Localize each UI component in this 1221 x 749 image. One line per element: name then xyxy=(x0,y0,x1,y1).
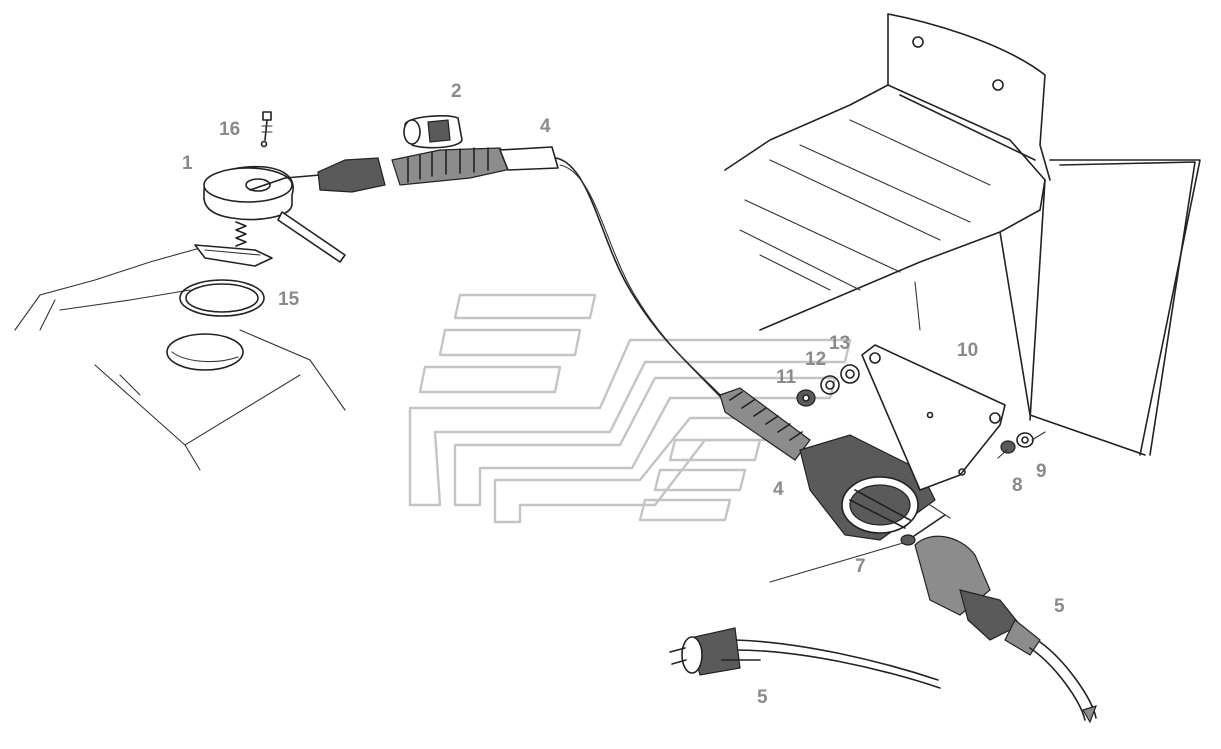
callout-10: 10 xyxy=(957,340,979,361)
mounting-hole xyxy=(166,333,244,371)
floor-panel xyxy=(14,247,346,471)
plug-connector xyxy=(914,535,1041,656)
screw xyxy=(900,514,946,546)
callout-7: 7 xyxy=(855,556,866,577)
fender-structure xyxy=(724,13,1201,456)
nut-washer-right xyxy=(1000,432,1034,454)
callout-4-upper: 4 xyxy=(540,116,551,137)
callout-9: 9 xyxy=(1036,461,1047,482)
mounting-bracket xyxy=(861,344,1006,491)
cable-main xyxy=(555,157,723,400)
callout-5-right: 5 xyxy=(1054,596,1065,617)
leader-lines xyxy=(769,431,1046,583)
gasket-ring xyxy=(179,279,265,317)
socket-housing xyxy=(203,165,346,263)
cable-plug xyxy=(734,639,1097,724)
callout-13: 13 xyxy=(829,333,851,354)
callout-4-lower: 4 xyxy=(773,479,784,500)
callout-2: 2 xyxy=(451,81,462,102)
callout-1: 1 xyxy=(182,153,193,174)
bolt xyxy=(260,111,273,148)
mains-plug xyxy=(669,627,761,676)
callout-8: 8 xyxy=(1012,475,1023,496)
sleeve xyxy=(403,115,463,149)
upper-connector xyxy=(317,146,559,193)
washers-nuts xyxy=(796,364,860,407)
callout-5-left: 5 xyxy=(757,687,768,708)
callout-12: 12 xyxy=(805,349,827,370)
clamp-plate xyxy=(194,244,273,267)
callout-11: 11 xyxy=(776,367,797,388)
spring xyxy=(235,221,247,247)
lower-socket xyxy=(719,387,936,541)
callout-15: 15 xyxy=(278,289,300,310)
watermark-logo xyxy=(408,293,852,524)
callout-16: 16 xyxy=(219,119,241,140)
